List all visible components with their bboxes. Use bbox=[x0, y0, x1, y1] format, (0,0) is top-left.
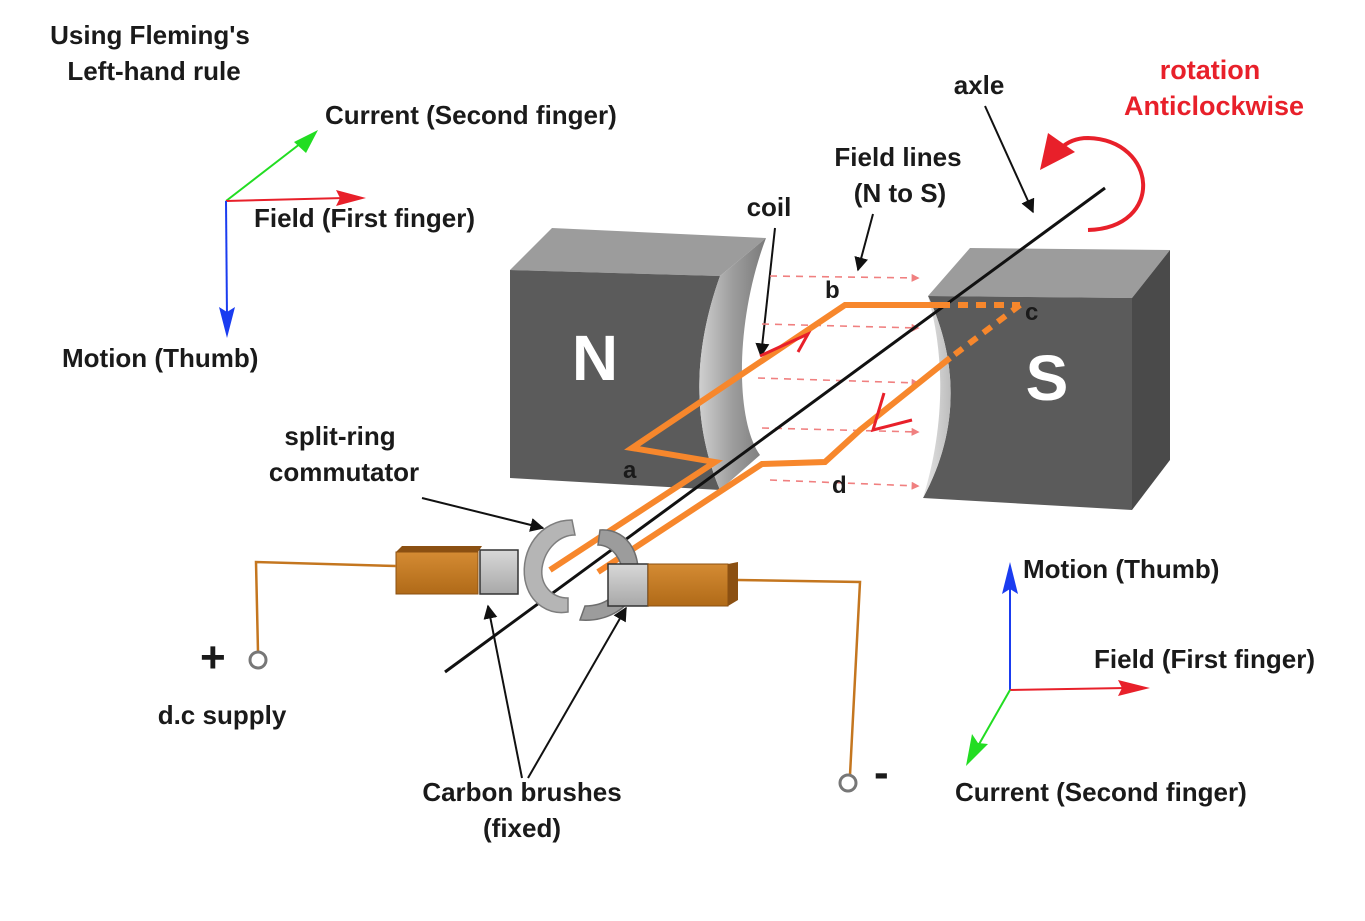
current-arrow-head bbox=[294, 130, 318, 153]
field-lines-label-2: (N to S) bbox=[854, 178, 946, 208]
brush-pointer-right bbox=[527, 606, 627, 779]
negative-terminal bbox=[838, 773, 858, 793]
right-brush bbox=[607, 562, 738, 607]
left-hand-rule-axes-top bbox=[219, 130, 366, 338]
field-arrow-head bbox=[336, 190, 366, 206]
left-brush-holder bbox=[395, 551, 479, 595]
rotation-arc bbox=[1058, 135, 1146, 232]
current-arrow-head-br bbox=[966, 734, 988, 766]
south-magnet-side bbox=[1132, 250, 1170, 510]
motion-arrow-head bbox=[219, 307, 235, 338]
axis-field-label-top: Field (First finger) bbox=[254, 203, 475, 233]
left-hand-rule-axes-bottom bbox=[966, 562, 1150, 766]
south-magnet-top bbox=[928, 248, 1170, 298]
coil-point-d: d bbox=[832, 472, 847, 499]
coil-side-cd-hidden bbox=[948, 302, 1022, 361]
dc-supply-label: d.c supply bbox=[158, 700, 287, 730]
left-brush bbox=[395, 546, 519, 595]
commutator-half-left bbox=[523, 519, 576, 614]
north-magnet: N bbox=[510, 228, 766, 490]
current-arrow-line-br bbox=[977, 689, 1011, 747]
axle bbox=[444, 186, 1106, 674]
coil-point-b: b bbox=[825, 277, 840, 304]
field-line-4 bbox=[761, 427, 920, 436]
rotation-label-2: Anticlockwise bbox=[1124, 91, 1304, 121]
field-arrow-head-br bbox=[1118, 680, 1150, 696]
axle-pointer bbox=[984, 105, 1035, 214]
motion-arrow-line bbox=[225, 200, 228, 319]
axis-current-label-top: Current (Second finger) bbox=[325, 100, 617, 130]
south-magnet-front bbox=[923, 296, 1132, 510]
coil-label: coil bbox=[747, 192, 792, 222]
positive-terminal bbox=[248, 650, 268, 670]
field-line-2 bbox=[761, 323, 920, 332]
field-line-5 bbox=[769, 479, 920, 490]
axis-current-label-bottom: Current (Second finger) bbox=[955, 777, 1247, 807]
field-arrow-line-br bbox=[1009, 687, 1127, 691]
south-pole-label: S bbox=[1026, 342, 1069, 414]
commutator-label-2: commutator bbox=[269, 457, 419, 487]
north-magnet-pole-face bbox=[699, 238, 766, 490]
coil-point-a: a bbox=[623, 457, 637, 484]
commutator-pointer bbox=[421, 497, 545, 532]
carbon-brushes-label-2: (fixed) bbox=[483, 813, 561, 843]
coil-side-ab bbox=[548, 302, 940, 573]
north-pole-label: N bbox=[572, 322, 618, 394]
rotation-arrow bbox=[1040, 133, 1146, 232]
left-brush-holder-top bbox=[396, 546, 482, 552]
north-magnet-top bbox=[510, 228, 766, 276]
right-brush-holder-side bbox=[728, 562, 738, 606]
right-brush-holder bbox=[647, 563, 729, 607]
current-arrow-cd bbox=[870, 392, 913, 433]
south-magnet: S bbox=[923, 248, 1170, 510]
field-line-3 bbox=[757, 377, 920, 387]
commutator-label-1: split-ring bbox=[284, 421, 395, 451]
carbon-brushes-label-1: Carbon brushes bbox=[422, 777, 621, 807]
field-line-1 bbox=[769, 273, 920, 282]
rotation-label-1: rotation bbox=[1160, 55, 1261, 85]
axis-motion-label-top: Motion (Thumb) bbox=[62, 343, 258, 373]
axis-motion-label-bottom: Motion (Thumb) bbox=[1023, 554, 1219, 584]
axis-field-label-bottom: Field (First finger) bbox=[1094, 644, 1315, 674]
coil-pointer bbox=[755, 227, 776, 358]
south-magnet-pole-face bbox=[923, 296, 951, 498]
left-carbon-brush bbox=[479, 549, 519, 595]
title-line-2: Left-hand rule bbox=[67, 56, 240, 86]
coil bbox=[548, 302, 1022, 575]
field-lines-pointer bbox=[854, 213, 874, 272]
wire-negative bbox=[737, 578, 862, 776]
right-carbon-brush bbox=[607, 563, 649, 607]
field-arrow-line bbox=[225, 197, 346, 202]
rotation-arrow-head bbox=[1040, 133, 1075, 170]
current-arrow-line bbox=[225, 139, 306, 202]
coil-point-c: c bbox=[1025, 299, 1038, 326]
title-line-1: Using Fleming's bbox=[50, 20, 250, 50]
negative-sign: - bbox=[874, 748, 889, 797]
coil-side-cd bbox=[596, 355, 952, 575]
wire-positive bbox=[254, 560, 397, 653]
supply-wires bbox=[254, 560, 862, 776]
positive-sign: + bbox=[200, 633, 226, 682]
field-lines bbox=[757, 273, 920, 490]
axle-label: axle bbox=[954, 70, 1005, 100]
current-arrow-ab bbox=[759, 330, 812, 358]
field-lines-label-1: Field lines bbox=[834, 142, 961, 172]
brush-pointer-left bbox=[483, 604, 523, 779]
motion-arrow-head-br bbox=[1002, 562, 1018, 594]
north-magnet-front bbox=[510, 270, 720, 490]
